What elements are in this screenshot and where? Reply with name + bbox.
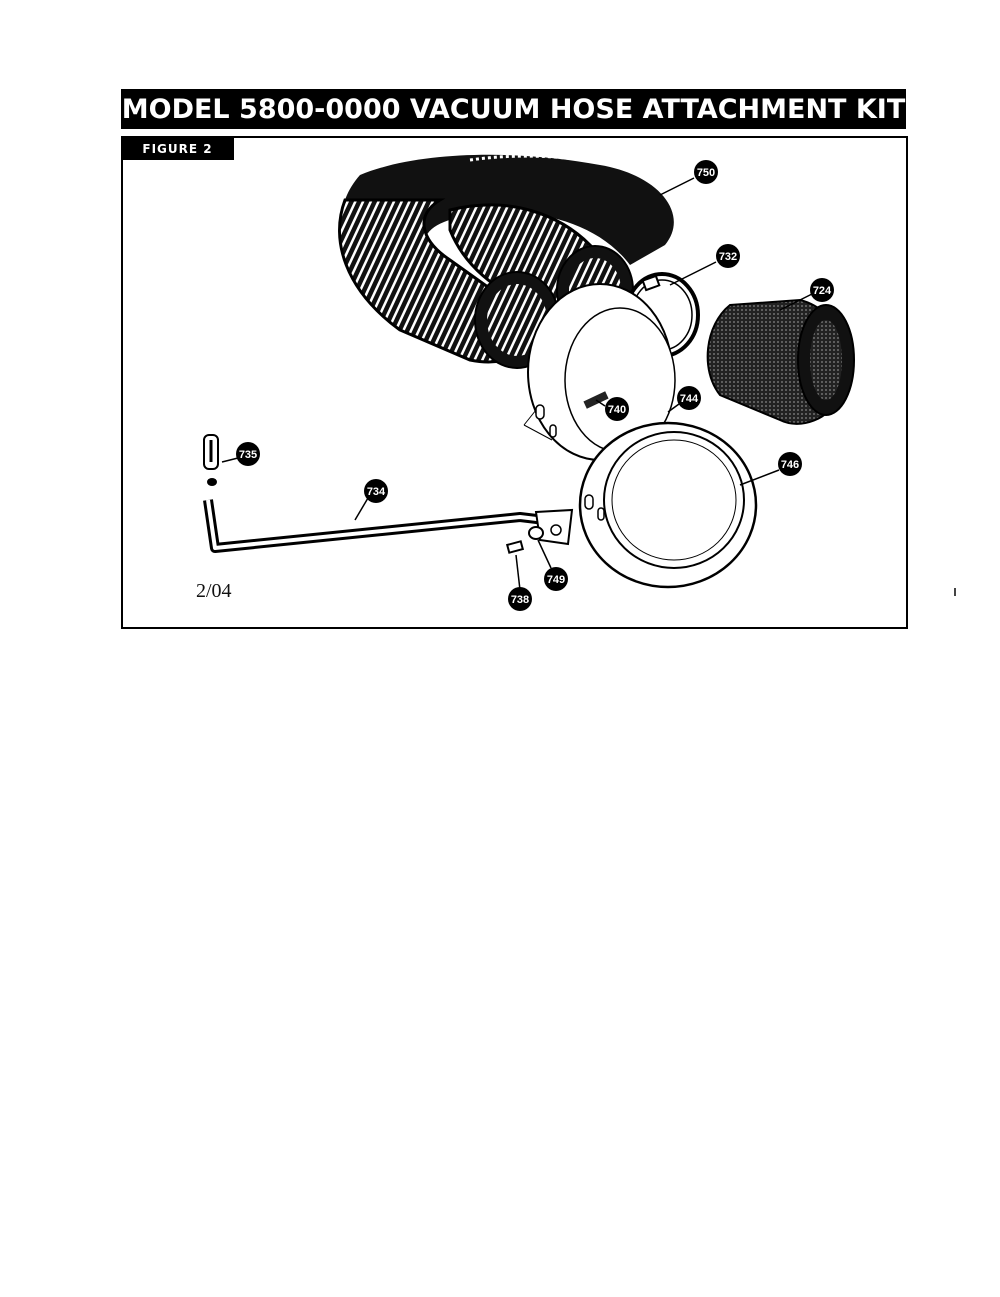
hose [338, 154, 674, 369]
part-number-734: 734 [367, 486, 386, 498]
part-number-744: 744 [680, 393, 699, 405]
part-number-740: 740 [608, 404, 626, 416]
part-number-750: 750 [697, 167, 715, 179]
callout-750: 750 [694, 160, 718, 184]
adapter [706, 298, 855, 425]
part-number-749: 749 [547, 574, 565, 586]
part-number-738: 738 [511, 594, 529, 606]
part-number-724: 724 [813, 285, 832, 297]
figure-label: FIGURE 2 [121, 137, 234, 160]
callout-749: 749 [544, 567, 568, 591]
callout-734: 734 [364, 479, 388, 503]
revision-date: 2/04 [196, 580, 232, 602]
callout-732: 732 [716, 244, 740, 268]
washer [528, 526, 544, 540]
callout-724: 724 [810, 278, 834, 302]
part-number-735: 735 [239, 449, 257, 461]
scan-mark [954, 588, 956, 596]
callout-746: 746 [778, 452, 802, 476]
nozzle-ring [578, 421, 758, 589]
leader-lines [221, 177, 813, 591]
callout-740: 740 [605, 397, 629, 421]
nut [505, 540, 525, 554]
callout-738: 738 [508, 587, 532, 611]
page-title: MODEL 5800-0000 VACUUM HOSE ATTACHMENT K… [121, 89, 906, 129]
collar [523, 283, 676, 461]
part-number-732: 732 [719, 251, 737, 263]
part-number-746: 746 [781, 459, 799, 471]
rod [203, 499, 574, 553]
callout-744: 744 [677, 386, 701, 410]
rod-clip [203, 434, 219, 486]
callout-735: 735 [236, 442, 260, 466]
